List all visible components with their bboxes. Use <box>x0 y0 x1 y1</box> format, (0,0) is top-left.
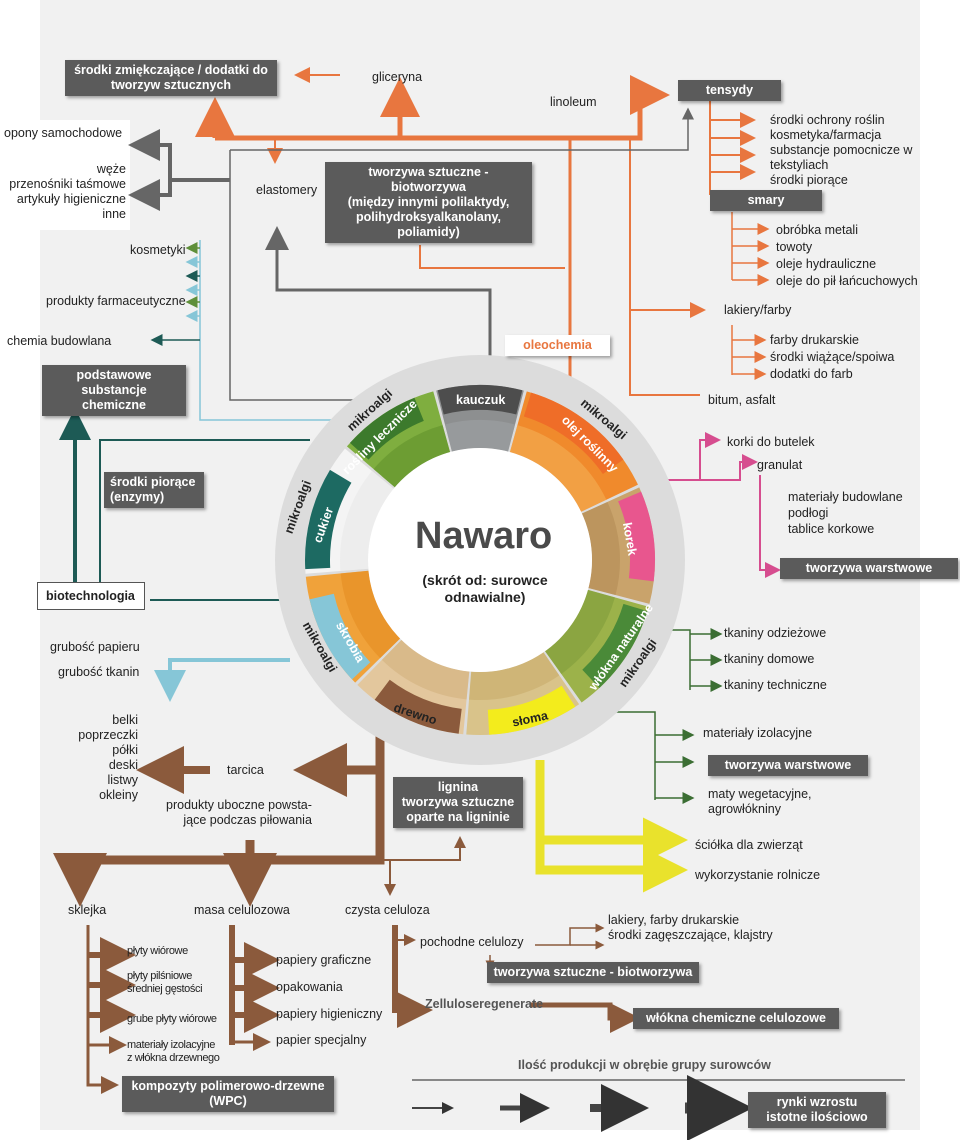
wpc-box: kompozyty polimerowo-drzewne (WPC) <box>122 1076 334 1112</box>
agriculture-label: wykorzystanie rolnicze <box>695 868 821 882</box>
timber-products-label: belki poprzeczki półki deski listwy okle… <box>78 713 138 802</box>
granulate-label: granulat <box>757 458 803 472</box>
surfactant-uses-label: środki ochrony roślin kosmetyka/farmacja… <box>770 113 913 187</box>
bitumen-label: bitum, asfalt <box>708 393 776 407</box>
ring-tag-drewno <box>374 679 462 734</box>
ring-center <box>368 448 592 672</box>
korek-flows <box>640 432 781 578</box>
ring-segment-inner-cukier <box>340 470 394 571</box>
sawing-byproducts-label: produkty uboczne powsta- jące podczas pi… <box>166 798 312 827</box>
coatings-label: lakiery, farby drukarskie środki zagęszc… <box>608 913 773 942</box>
ring-tag-kauczuk <box>437 385 523 415</box>
ring-segment-inner-drewno <box>381 639 470 700</box>
center-title: Nawaro <box>415 515 553 557</box>
ring-tag-korek <box>618 491 655 582</box>
paints-label: lakiery/farby <box>724 303 792 317</box>
plasticizers-box: środki zmiękczające / dodatki do tworzyw… <box>65 60 277 96</box>
lubricant-uses-label: obróbka metali towoty oleje hydrauliczne… <box>776 223 918 288</box>
detergents-box: środki piorące (enzymy) <box>104 472 204 508</box>
litter-label: ściółka dla zwierząt <box>695 838 803 852</box>
production-legend <box>412 1075 905 1140</box>
ring-segment-inner-wlokna <box>545 589 615 674</box>
sawn-timber-label: tarcica <box>227 763 264 777</box>
cellulose-derivatives-label: pochodne celulozy <box>420 935 524 949</box>
mdf-label: płyty pilśniowe średniej gęstości <box>127 970 203 995</box>
oleochemistry-box: oleochemia <box>505 335 610 356</box>
elastomers-label: elastomery <box>256 183 318 197</box>
lignin-box: lignina tworzywa sztuczne oparte na lign… <box>393 777 523 828</box>
technical-fabrics-label: tkaniny techniczne <box>724 678 827 692</box>
hoses-label: węże przenośniki taśmowe artykuły higien… <box>9 162 126 221</box>
ring-segment-inner-skrobia <box>340 570 401 659</box>
construction-chemicals-label: chemia budowlana <box>7 334 112 348</box>
ring-tag-rosliny <box>349 397 424 460</box>
tyres-label: opony samochodowe <box>4 126 123 140</box>
regenerated-cellulose-label: Zelluloseregenerate <box>425 997 544 1011</box>
plywood-label: sklejka <box>68 903 107 917</box>
biotechnology-box: biotechnologia <box>37 582 145 610</box>
glycerin-label: gliceryna <box>372 70 423 84</box>
packaging-label: opakowania <box>276 980 343 994</box>
ring-segment-inner-kauczuk <box>444 419 516 452</box>
graphic-papers-label: papiery graficzne <box>276 953 372 967</box>
ring-label-kauczuk: kauczuk <box>456 393 506 407</box>
pure-cellulose-label: czysta celuloza <box>345 903 430 917</box>
laminates-box-2: tworzywa warstwowe <box>708 755 868 776</box>
production-volume-label: Ilość produkcji w obrębie grupy surowców <box>518 1058 771 1072</box>
ring-segment-rosliny <box>346 391 451 488</box>
home-fabrics-label: tkaniny domowe <box>724 652 815 666</box>
ring-segment-inner-sloma <box>469 652 560 700</box>
lubricants-box: smary <box>710 190 822 211</box>
special-paper-label: papier specjalny <box>276 1033 367 1047</box>
ring-segment-inner-olej <box>509 425 607 512</box>
ring-tag-sloma <box>487 685 576 735</box>
particleboard-label: płyty wiórowe <box>127 945 188 957</box>
insulation-label: materiały izolacyjne <box>703 726 813 740</box>
pharma-label: produkty farmaceutyczne <box>46 294 186 308</box>
apparel-fabrics-label: tkaniny odzieżowe <box>724 626 827 640</box>
growth-markets-box: rynki wzrostu istotne ilościowo <box>748 1092 886 1128</box>
hygiene-papers-label: papiery higieniczny <box>276 1007 383 1021</box>
cork-uses-label: materiały budowlane podłogi tablice kork… <box>788 490 903 536</box>
oleochemia-flows <box>195 67 770 396</box>
pulp-label: masa celulozowa <box>194 903 290 917</box>
wlokna-flows <box>610 628 723 804</box>
bioplastics-top-box: tworzywa sztuczne - biotworzywa (między … <box>325 162 532 243</box>
basic-chemicals-box: podstawowe substancje chemiczne <box>42 365 186 416</box>
thick-particleboard-label: grube płyty wiórowe <box>127 1013 217 1025</box>
laminates-box-1: tworzywa warstwowe <box>780 558 958 579</box>
ring-tag-skrobia <box>309 593 371 680</box>
sloma-flows <box>535 760 688 893</box>
paper-thickness-label: grubość papieru <box>50 640 140 654</box>
mats-label: maty wegetacyjne, agrowłókniny <box>708 787 812 816</box>
ring-tag-olej <box>523 392 624 474</box>
cosmetics-label: kosmetyki <box>130 243 186 257</box>
linoleum-label: linoleum <box>550 95 597 109</box>
ring-segment-inner-korek <box>581 501 620 596</box>
rosliny-flows <box>150 240 340 421</box>
drewno-flows <box>53 730 640 1094</box>
surfactants-box: tensydy <box>678 80 781 101</box>
cellulose-fibres-box: włókna chemiczne celulozowe <box>633 1008 839 1029</box>
ring-tag-wlokna <box>582 603 648 688</box>
fabric-thickness-label: grubość tkanin <box>58 665 140 679</box>
ring-tag-cukier <box>305 469 352 570</box>
wood-fibre-insulation-label: materiały izolacyjne z włókna drzewnego <box>127 1039 220 1064</box>
bioplastics-bottom-box: tworzywa sztuczne - biotworzywa <box>487 962 699 983</box>
center-subtitle: (skrót od: surowce odnawialne) <box>422 572 548 605</box>
paint-uses-label: farby drukarskie środki wiążące/spoiwa d… <box>770 333 895 381</box>
corks-label: korki do butelek <box>727 435 815 449</box>
ring-segment-inner-rosliny <box>373 425 451 488</box>
